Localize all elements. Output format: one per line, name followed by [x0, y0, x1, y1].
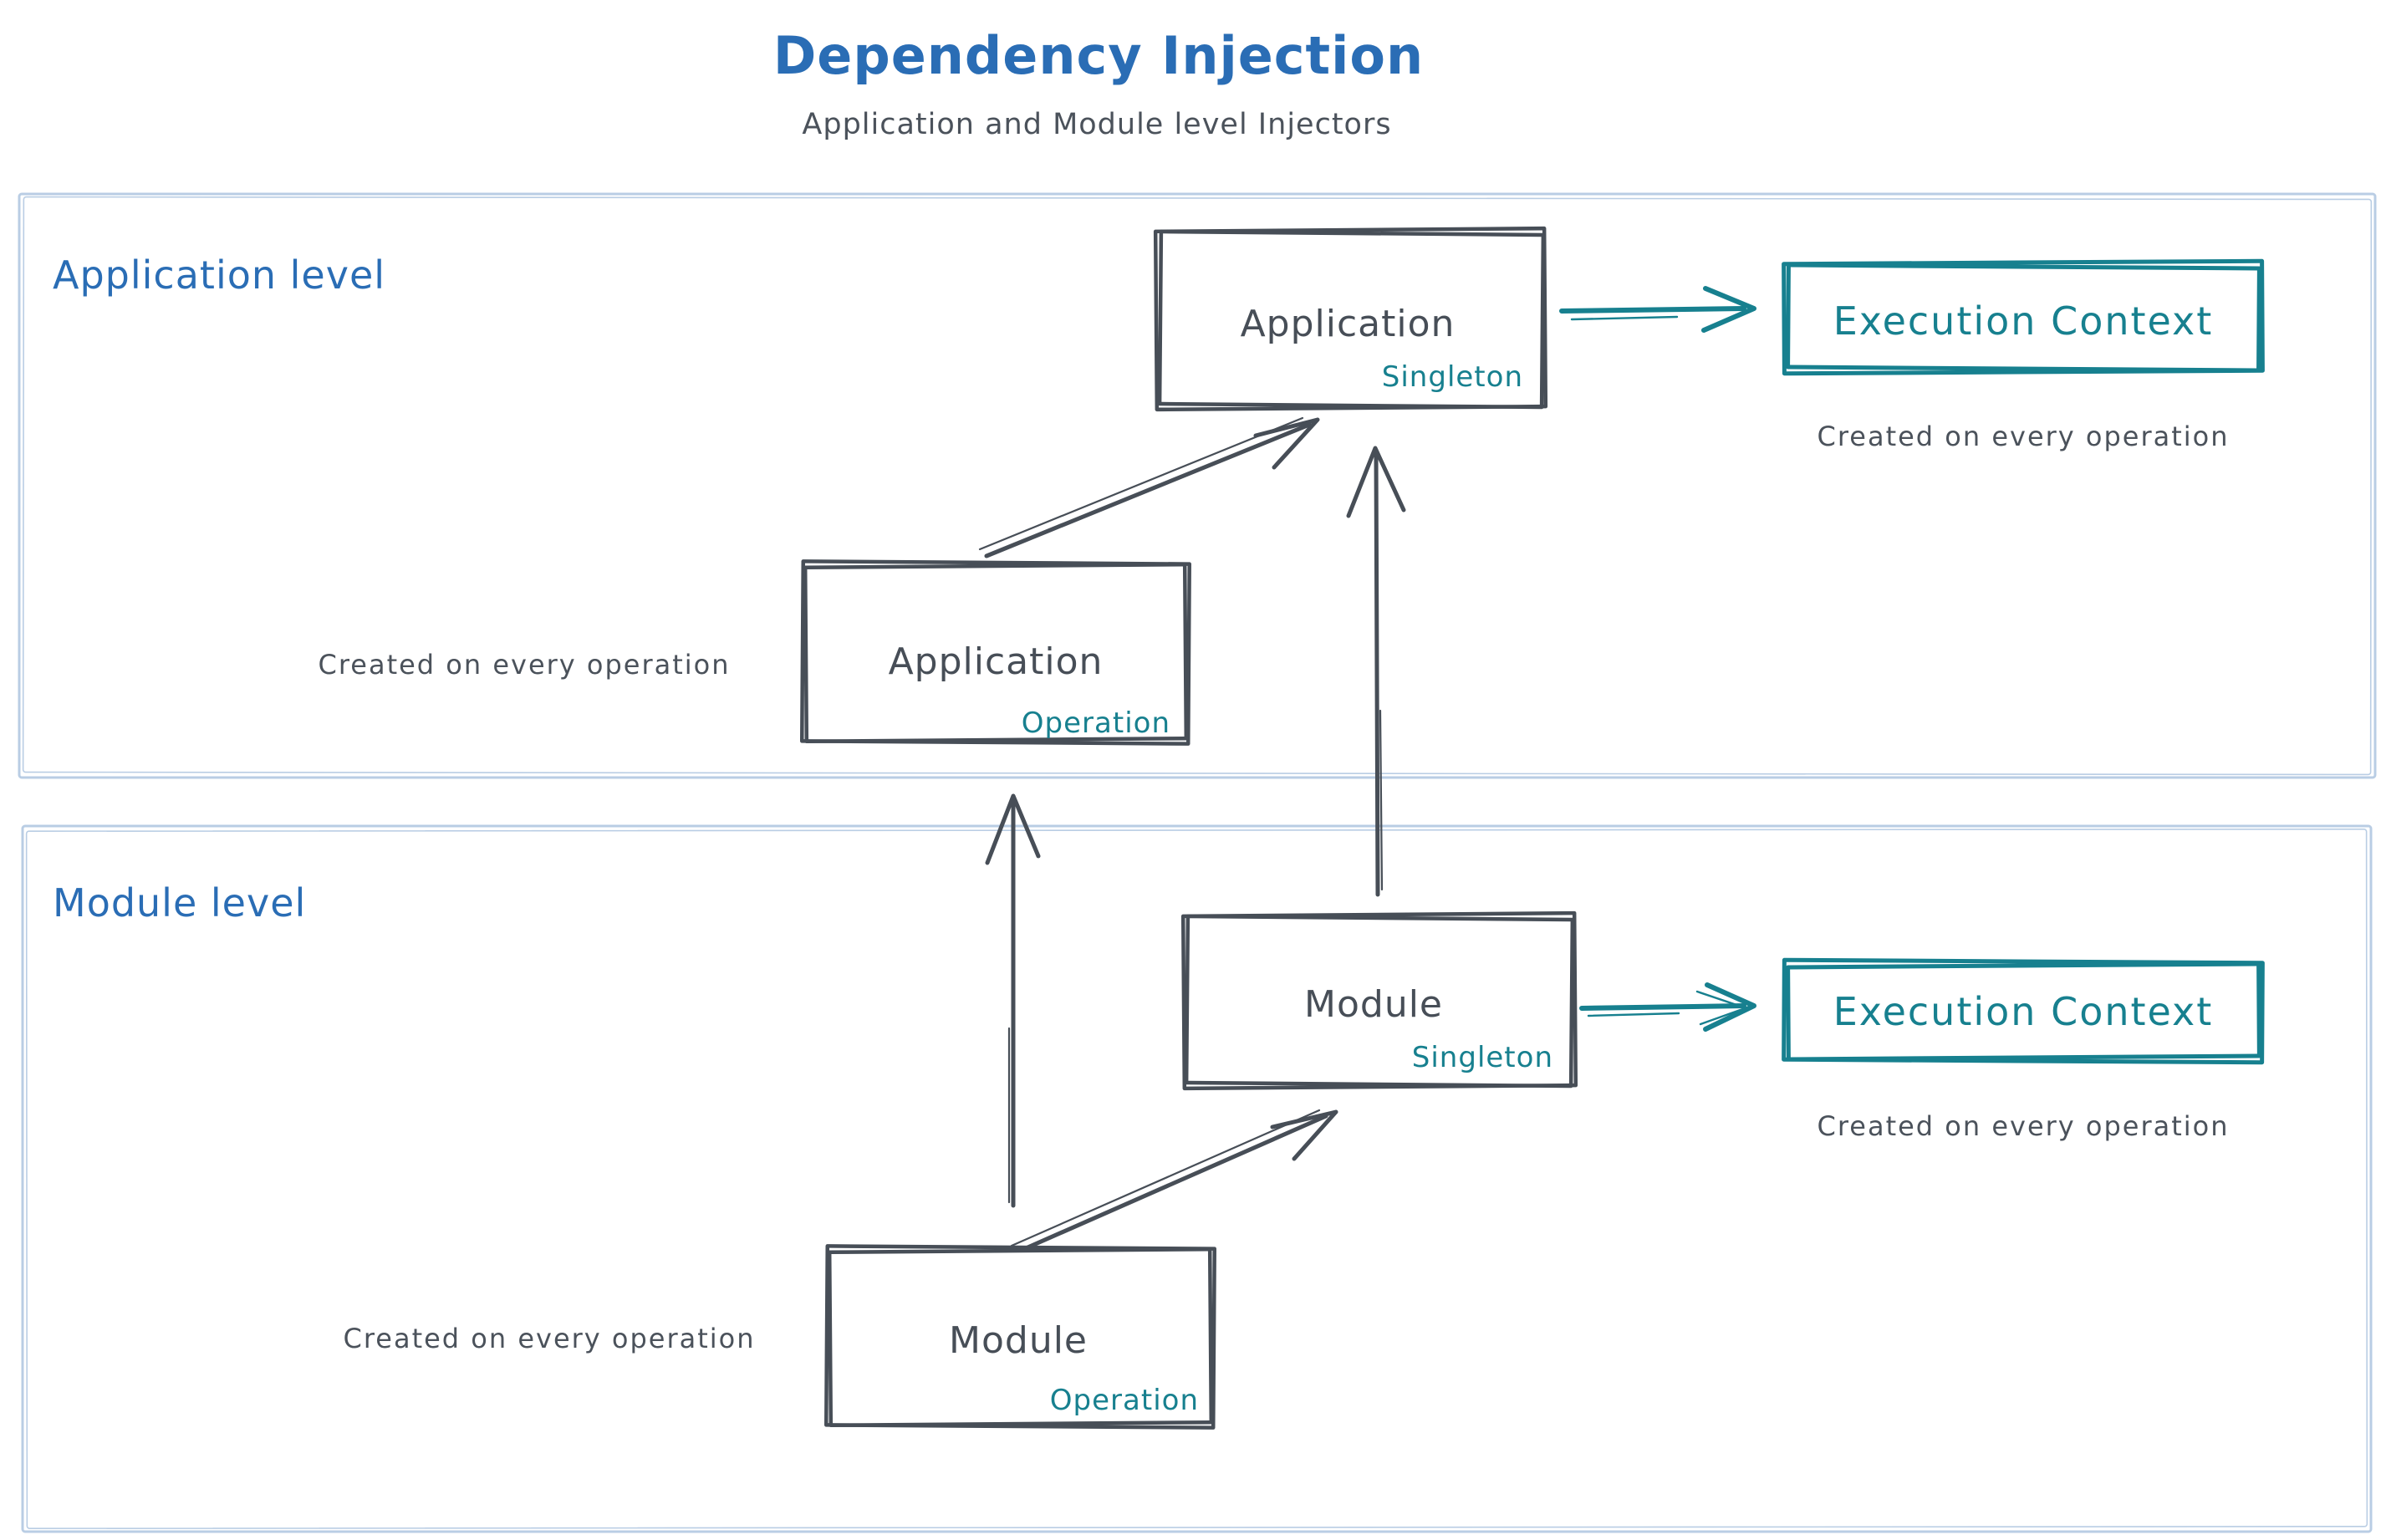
arrow-line	[1374, 451, 1380, 897]
box-fill	[1156, 230, 1545, 408]
application-level-frame-sketch-line	[22, 196, 2373, 776]
application-operation-box: Application Operation	[800, 559, 1191, 746]
box-title: Module	[949, 1319, 1088, 1362]
box-scope-badge: Singleton	[1382, 360, 1523, 394]
box-outline-sketch	[1786, 961, 2261, 1062]
module-execution-context-note: Created on every operation	[1817, 1110, 2229, 1142]
arrow-module-operation-to-singleton	[1010, 1109, 1338, 1254]
box-outline	[1180, 910, 1578, 1091]
box-title: Execution Context	[1833, 989, 2214, 1034]
box-scope-badge: Operation	[1050, 1384, 1199, 1417]
box-outline	[824, 1244, 1216, 1430]
application-execution-context-box: Execution Context	[1782, 258, 2265, 376]
box-title: Application	[889, 640, 1104, 683]
box-fill	[827, 1247, 1214, 1426]
arrow-head	[1270, 1109, 1338, 1161]
module-level-section: Module level	[21, 824, 2373, 1533]
arrow-line-sketch	[1587, 1012, 1680, 1017]
page-title: Dependency Injection	[773, 25, 1424, 86]
box-fill	[1184, 915, 1575, 1087]
box-outline-sketch	[1184, 914, 1575, 1089]
arrow-line-sketch	[1010, 1109, 1321, 1247]
arrow-head	[1701, 286, 1756, 333]
application-level-frame	[18, 192, 2377, 779]
arrow-line	[1579, 1003, 1746, 1011]
box-outline	[1782, 957, 2265, 1065]
module-execution-context-box: Execution Context	[1782, 957, 2265, 1065]
arrow-head-sketch	[1695, 990, 1751, 1026]
box-fill	[803, 563, 1189, 742]
page-subtitle: Application and Module level Injectors	[802, 108, 1391, 141]
arrow-application-singleton-to-execution-context	[1559, 286, 1756, 333]
box-scope-badge: Singleton	[1412, 1041, 1553, 1074]
box-title: Module	[1304, 983, 1443, 1026]
box-outline-sketch	[803, 562, 1189, 744]
box-outline	[800, 559, 1191, 746]
module-singleton-box: Module Singleton	[1180, 910, 1578, 1091]
box-title: Application	[1241, 303, 1456, 345]
box-title: Execution Context	[1833, 298, 2214, 344]
module-level-frame	[21, 824, 2373, 1533]
module-level-label: Module level	[53, 880, 306, 926]
arrow-head	[985, 793, 1041, 865]
box-outline-sketch	[1786, 263, 2261, 373]
box-fill	[1784, 263, 2262, 372]
arrow-line	[1016, 1114, 1328, 1254]
arrow-module-singleton-to-application-singleton	[1346, 446, 1406, 897]
box-fill	[1784, 961, 2262, 1061]
box-outline	[1153, 226, 1548, 412]
arrow-line-sketch	[978, 416, 1304, 551]
arrow-head	[1253, 417, 1320, 470]
box-outline-sketch	[1157, 229, 1546, 410]
arrow-module-operation-to-application-operation	[985, 793, 1041, 1208]
box-scope-badge: Operation	[1022, 706, 1170, 740]
arrow-application-operation-to-singleton	[978, 416, 1320, 558]
box-outline-sketch	[827, 1247, 1214, 1428]
application-level-section: Application level	[18, 192, 2377, 779]
application-level-label: Application level	[53, 252, 385, 298]
arrow-line-sketch	[1379, 709, 1384, 891]
box-outline	[1782, 258, 2265, 376]
arrow-head	[1703, 982, 1756, 1032]
application-singleton-box: Application Singleton	[1153, 226, 1548, 412]
application-execution-context-note: Created on every operation	[1817, 421, 2229, 452]
arrow-head	[1346, 446, 1406, 518]
arrow-module-singleton-to-execution-context	[1579, 982, 1756, 1032]
arrow-line	[1559, 306, 1746, 314]
module-operation-note: Created on every operation	[343, 1323, 755, 1354]
application-operation-note: Created on every operation	[318, 649, 730, 681]
module-operation-box: Module Operation	[824, 1244, 1216, 1430]
arrow-line-sketch	[1570, 315, 1679, 321]
arrow-line	[984, 422, 1312, 558]
module-level-frame-sketch-line	[25, 828, 2368, 1530]
